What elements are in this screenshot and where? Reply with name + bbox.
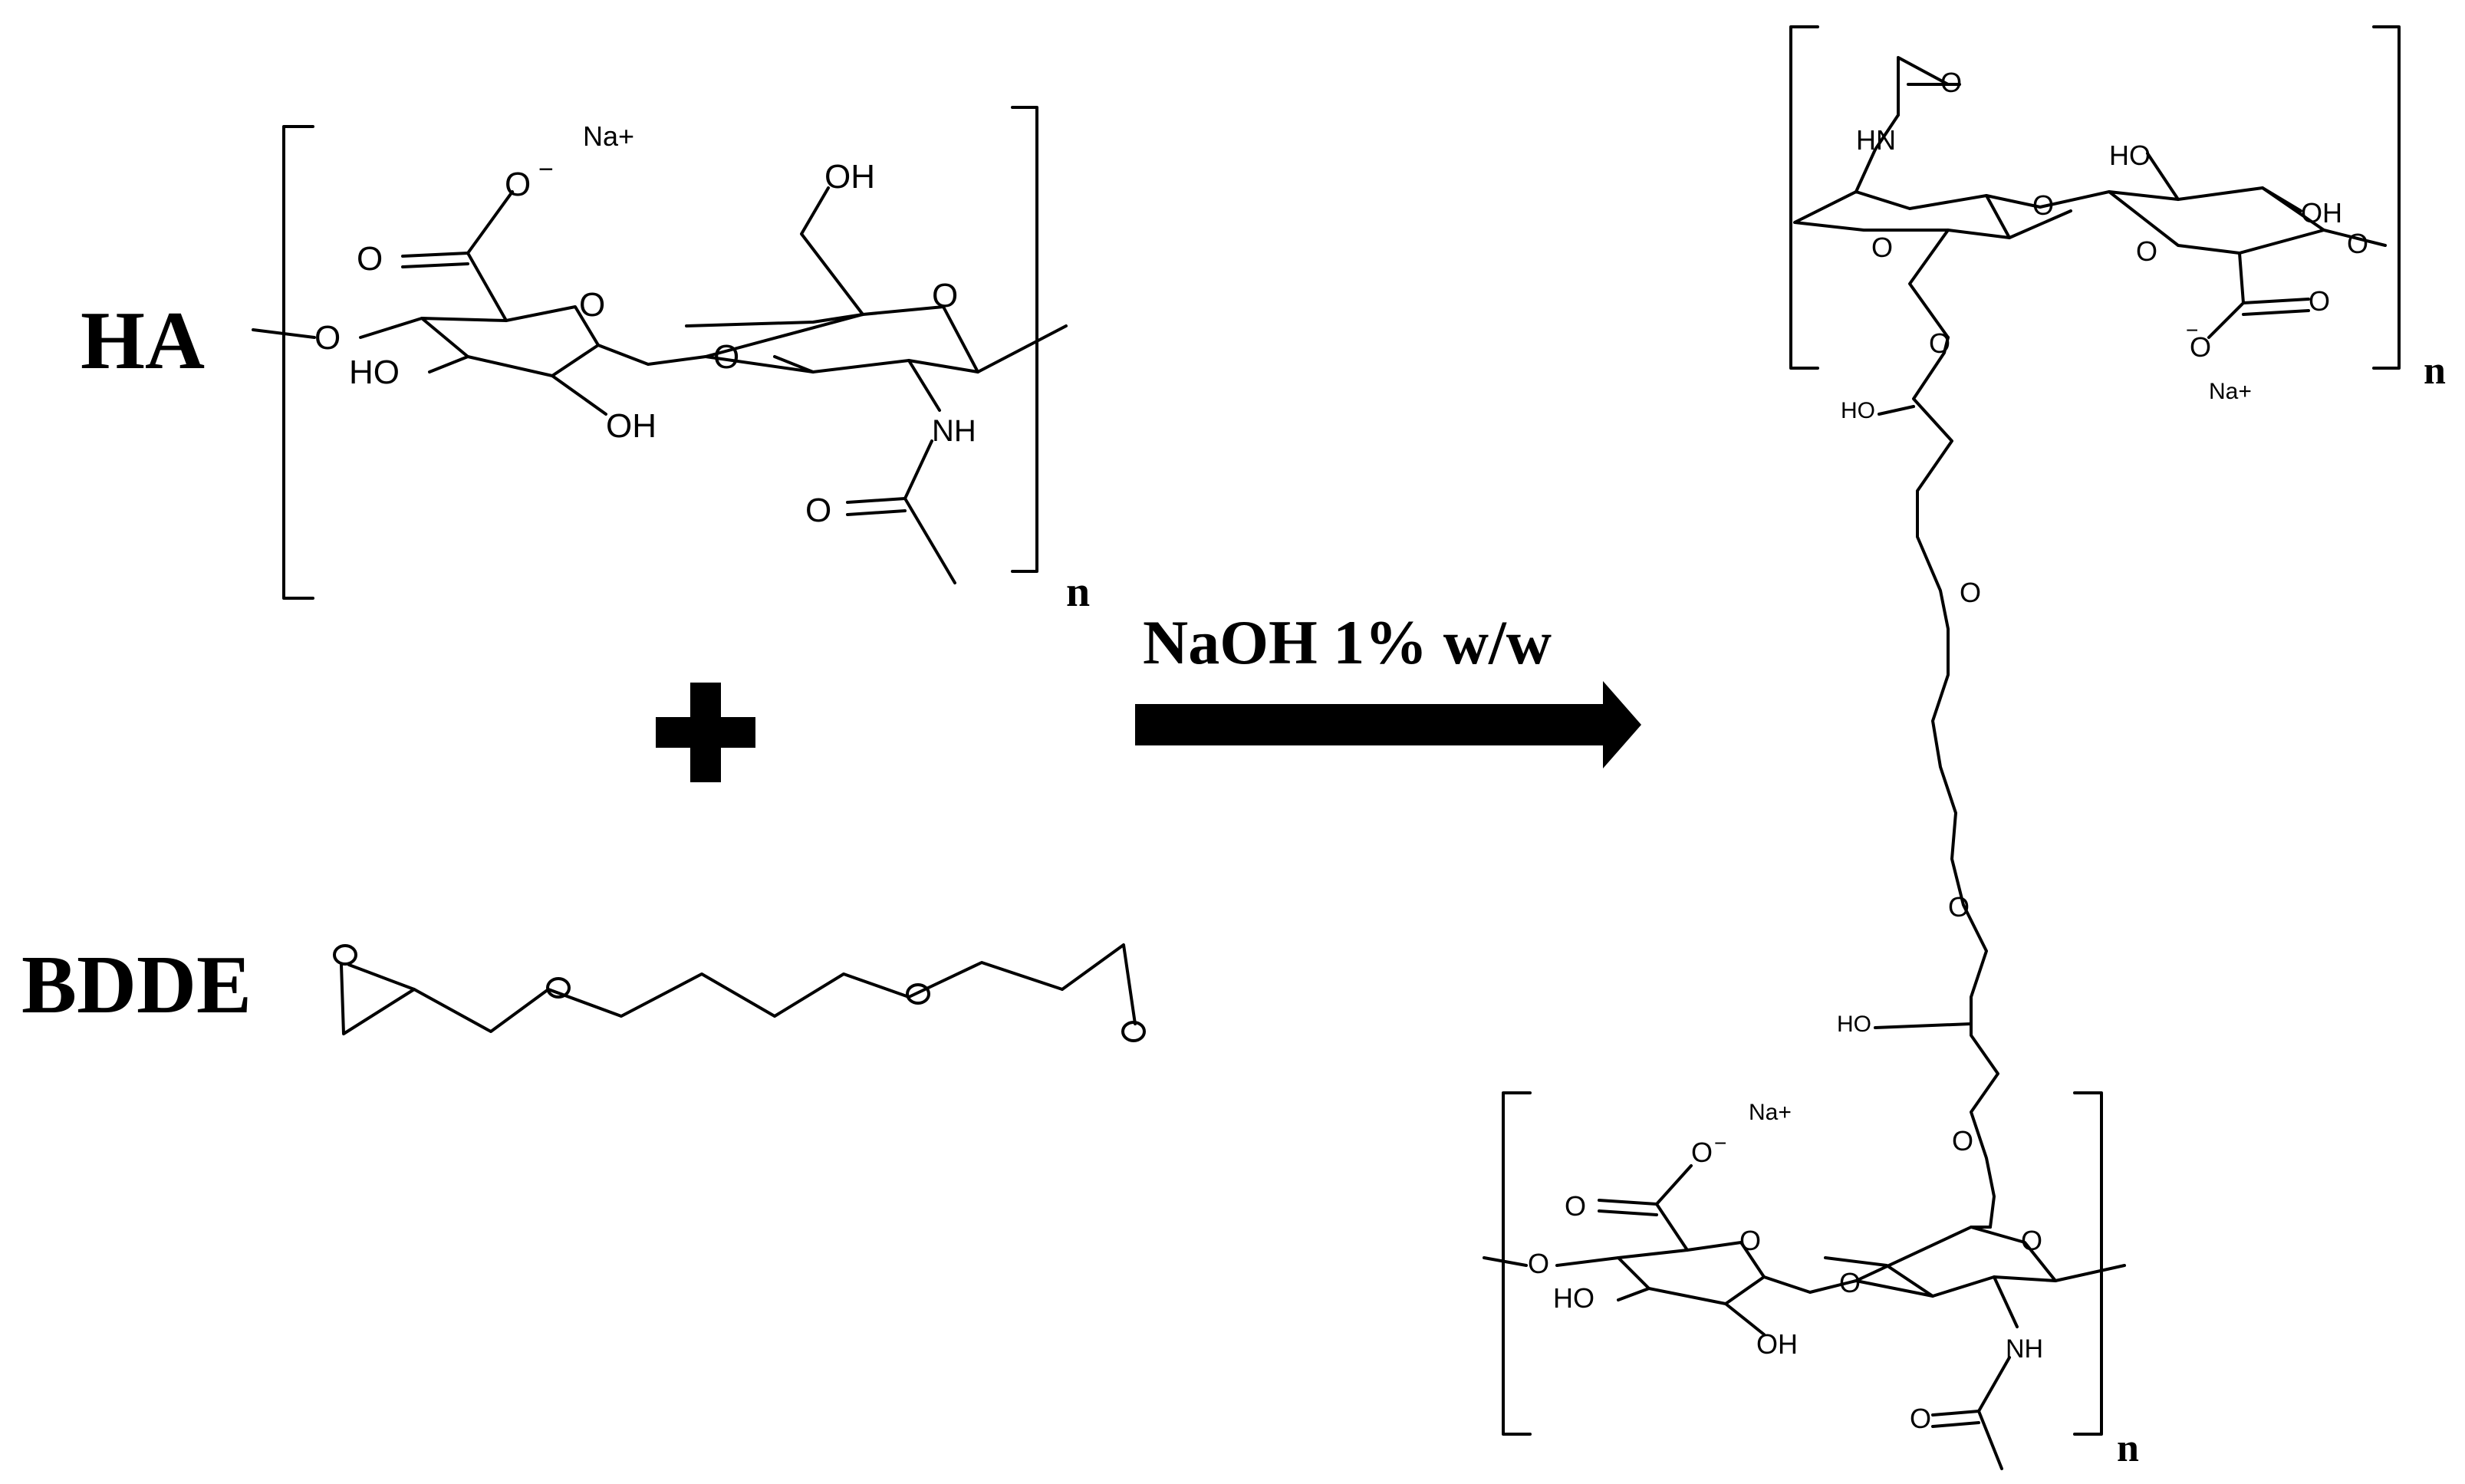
svg-text:−: −: [2186, 318, 2198, 342]
reaction-condition: NaOH 1% w/w: [1143, 607, 1552, 677]
svg-text:HO: HO: [349, 354, 400, 391]
svg-text:−: −: [538, 155, 554, 184]
svg-text:O: O: [1948, 891, 1970, 923]
bdde-structure: BDDE: [21, 939, 1146, 1042]
epoxide-oxygen-left: [333, 944, 357, 966]
ether-oxygen-2: [906, 983, 930, 1005]
bdde-chain: [413, 961, 1064, 1033]
arrow-shape: [1135, 681, 1641, 768]
svg-text:OH: OH: [824, 158, 875, 196]
ha-right-bracket: [1011, 106, 1038, 573]
plus-sign: [656, 683, 755, 782]
svg-text:−: −: [1714, 1131, 1726, 1155]
svg-text:HO: HO: [1837, 1012, 1871, 1037]
svg-text:O: O: [1565, 1190, 1586, 1222]
svg-text:OH: OH: [1756, 1328, 1798, 1360]
svg-text:O: O: [2309, 285, 2330, 317]
svg-text:HN: HN: [1856, 124, 1896, 156]
product-bottom-counterion: Na+: [1749, 1100, 1792, 1125]
svg-text:HO: HO: [1841, 398, 1875, 423]
ha-repeat-n: n: [1066, 568, 1090, 616]
atom-o-minus: O: [505, 166, 531, 203]
svg-text:O: O: [1739, 1225, 1761, 1256]
svg-text:O: O: [1839, 1267, 1861, 1298]
svg-text:O: O: [314, 319, 341, 357]
ha-carboxylate-bond: [466, 252, 508, 322]
ha-structure: O − Na+ O O O HO OH O OH O NH O HA n: [81, 106, 1090, 616]
svg-text:OH: OH: [2301, 197, 2342, 229]
svg-text:O: O: [2032, 189, 2054, 221]
svg-text:O: O: [1910, 1403, 1931, 1434]
svg-text:O: O: [2136, 235, 2157, 267]
svg-text:O: O: [1691, 1137, 1713, 1168]
product-top-repeat-n: n: [2424, 349, 2446, 393]
svg-text:HO: HO: [2109, 140, 2151, 171]
svg-text:O: O: [1528, 1248, 1549, 1279]
svg-text:O: O: [357, 240, 383, 278]
product-bottom-repeat-n: n: [2117, 1426, 2139, 1470]
product-structure: n O HN O O HO OH O O O O − Na+ HO HO O: [1483, 25, 2446, 1470]
svg-text:HO: HO: [1553, 1282, 1595, 1314]
svg-text:O: O: [1960, 577, 1981, 608]
svg-text:O: O: [579, 286, 605, 324]
epoxide-oxygen-right: [1121, 1021, 1146, 1042]
svg-text:O: O: [2347, 228, 2368, 259]
svg-text:O: O: [713, 338, 739, 376]
product-linker-chain: [1912, 336, 1999, 1229]
ha-counterion: Na+: [583, 120, 634, 152]
svg-text:O: O: [1940, 67, 1962, 98]
bdde-label: BDDE: [21, 939, 252, 1031]
ha-left-bracket: [282, 125, 314, 600]
svg-text:O: O: [2021, 1225, 2042, 1256]
svg-text:O: O: [805, 492, 831, 529]
ha-label: HA: [81, 295, 205, 387]
svg-text:O: O: [2190, 331, 2211, 363]
svg-text:O: O: [1871, 232, 1893, 263]
svg-text:OH: OH: [606, 407, 657, 445]
svg-text:NH: NH: [932, 414, 976, 448]
svg-text:O: O: [932, 277, 958, 314]
reaction-arrow: NaOH 1% w/w: [1135, 607, 1641, 768]
ether-oxygen-1: [546, 977, 571, 999]
product-top-counterion: Na+: [2209, 379, 2252, 404]
svg-text:NH: NH: [2006, 1334, 2043, 1364]
svg-text:O: O: [1929, 327, 1950, 359]
svg-text:O: O: [1952, 1125, 1973, 1157]
